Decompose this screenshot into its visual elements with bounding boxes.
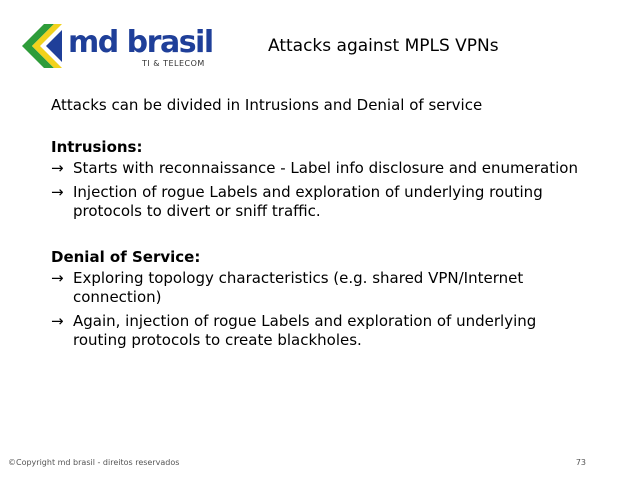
bullet-text: Starts with reconnaissance - Label info … bbox=[73, 159, 578, 177]
section-heading-intrusions: Intrusions: bbox=[51, 138, 143, 156]
section-heading-dos: Denial of Service: bbox=[51, 248, 201, 266]
logo-tagline: TI & TELECOM bbox=[142, 59, 205, 68]
footer-copyright: ©Copyright md brasil - direitos reservad… bbox=[8, 458, 180, 467]
company-logo: md brasil TI & TELECOM bbox=[18, 22, 233, 72]
bullet-text: Exploring topology characteristics (e.g.… bbox=[73, 269, 524, 306]
arrow-right-icon: → bbox=[51, 269, 64, 287]
slide-body: Attacks can be divided in Intrusions and… bbox=[51, 96, 591, 350]
list-item: → Exploring topology characteristics (e.g… bbox=[51, 269, 591, 307]
arrow-right-icon: → bbox=[51, 312, 64, 330]
list-item: → Again, injection of rogue Labels and ex… bbox=[51, 312, 591, 350]
slide-title: Attacks against MPLS VPNs bbox=[268, 36, 499, 56]
bullet-text: Injection of rogue Labels and exploratio… bbox=[73, 183, 543, 220]
intro-text: Attacks can be divided in Intrusions and… bbox=[51, 96, 483, 114]
list-item: → Injection of rogue Labels and explorati… bbox=[51, 183, 591, 221]
logo-chevron-icon bbox=[22, 24, 62, 68]
bullet-text: Again, injection of rogue Labels and exp… bbox=[73, 312, 537, 349]
logo-brand-name: md brasil bbox=[68, 25, 214, 60]
page-number: 73 bbox=[575, 458, 586, 467]
arrow-right-icon: → bbox=[51, 159, 64, 177]
list-item: → Starts with reconnaissance - Label info… bbox=[51, 159, 591, 178]
arrow-right-icon: → bbox=[51, 183, 64, 201]
